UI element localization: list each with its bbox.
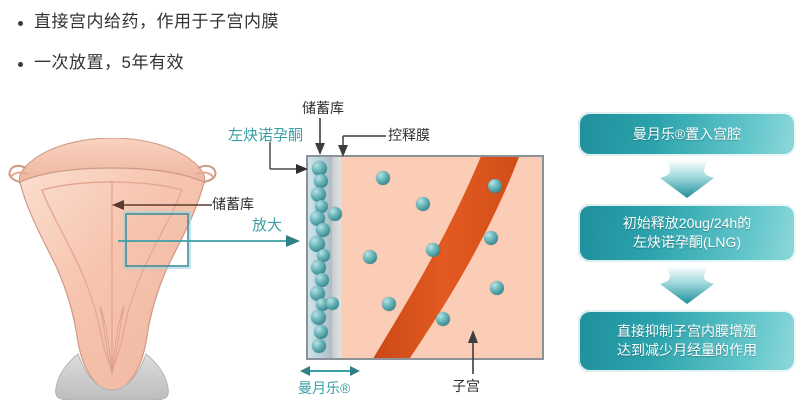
mirena-width-double-arrow-icon	[300, 366, 360, 376]
drug-particle	[382, 297, 396, 311]
flow-step-2[interactable]: 初始释放20ug/24h的 左炔诺孕酮(LNG)	[578, 204, 796, 262]
drug-particle	[314, 325, 328, 339]
flow-step-2-line-1: 初始释放20ug/24h的	[622, 215, 752, 232]
flow-step-3-text: 直接抑制子宫内膜增殖 达到减少月经量的作用	[611, 322, 763, 360]
drug-particle	[316, 298, 329, 311]
drug-particle	[311, 260, 326, 275]
reservoir-label: 储蓄库	[302, 100, 344, 116]
drug-particle	[376, 171, 390, 185]
drug-particle	[326, 297, 339, 310]
flow-step-1[interactable]: 曼月乐®置入宫腔	[578, 112, 796, 156]
drug-particle	[316, 223, 330, 237]
mirena-label: 曼月乐®	[298, 380, 351, 396]
down-arrow-icon	[660, 266, 714, 304]
drug-particle	[315, 200, 328, 213]
uterus-diagram-icon	[8, 137, 217, 401]
bullet-text: 一次放置，5年有效	[34, 52, 184, 72]
uterus-reservoir-leader-arrow	[112, 200, 212, 210]
drug-particle	[328, 207, 342, 221]
magnify-label: 放大	[252, 217, 283, 234]
drug-particle	[311, 187, 326, 202]
cross-section-diagram	[306, 155, 544, 360]
uterus-tissue-up-arrow-icon	[468, 330, 478, 374]
flow-step-2-text: 初始释放20ug/24h的 左炔诺孕酮(LNG)	[617, 214, 757, 252]
uterus-illustration	[8, 137, 218, 401]
drug-particle	[490, 281, 504, 295]
flow-arrow-1	[656, 160, 718, 198]
flow-step-3-line-2: 达到减少月经量的作用	[617, 342, 757, 358]
drug-particle	[309, 236, 325, 252]
drug-particle	[416, 197, 430, 211]
drug-particle	[426, 243, 440, 257]
reservoir-down-arrow-icon	[315, 118, 325, 155]
down-arrow-icon	[660, 160, 714, 198]
uterus-reservoir-label: 储蓄库	[212, 196, 254, 212]
drug-particle	[363, 250, 377, 264]
bullet-dot-icon	[18, 21, 23, 26]
blood-vessel-band	[373, 157, 519, 358]
drug-particle	[314, 174, 328, 188]
flow-step-2-line-2: 左炔诺孕酮(LNG)	[632, 234, 742, 250]
drug-particle	[436, 312, 450, 326]
control-membrane-layer	[332, 157, 341, 358]
mechanism-flowchart: 曼月乐®置入宫腔 初始释放20ug/24h的 左炔诺孕酮(LNG)	[578, 112, 796, 402]
drug-particle	[484, 231, 498, 245]
uterus-tissue-label: 子宫	[452, 378, 480, 394]
drug-particle	[317, 249, 330, 262]
drug-particle	[315, 273, 329, 287]
list-item: 一次放置，5年有效	[18, 51, 438, 76]
bullet-list: 直接宫内给药，作用于子宫内膜 一次放置，5年有效	[18, 10, 438, 91]
control-membrane-label: 控释膜	[388, 127, 430, 143]
drug-particle	[310, 286, 325, 301]
drug-particle	[312, 161, 327, 176]
flow-arrow-2	[656, 266, 718, 304]
drug-particle	[488, 179, 502, 193]
magnify-arrow-icon	[118, 235, 300, 247]
flow-step-1-line-1: 曼月乐®置入宫腔	[632, 125, 742, 142]
flow-step-1-text: 曼月乐®置入宫腔	[627, 125, 747, 144]
drug-particle	[310, 211, 325, 226]
levonorgestrel-leader-arrow	[269, 142, 308, 174]
flow-step-3[interactable]: 直接抑制子宫内膜增殖 达到减少月经量的作用	[578, 310, 796, 372]
drug-particle	[312, 339, 326, 353]
control-membrane-leader	[338, 135, 386, 157]
levonorgestrel-label: 左炔诺孕酮	[228, 127, 304, 144]
magnify-selection-box	[125, 213, 189, 267]
flow-step-3-line-1: 直接抑制子宫内膜增殖	[617, 323, 757, 340]
bullet-dot-icon	[18, 61, 23, 67]
list-item: 直接宫内给药，作用于子宫内膜	[18, 10, 438, 35]
drug-particle	[311, 310, 326, 325]
bullet-text: 直接宫内给药，作用于子宫内膜	[34, 12, 279, 31]
